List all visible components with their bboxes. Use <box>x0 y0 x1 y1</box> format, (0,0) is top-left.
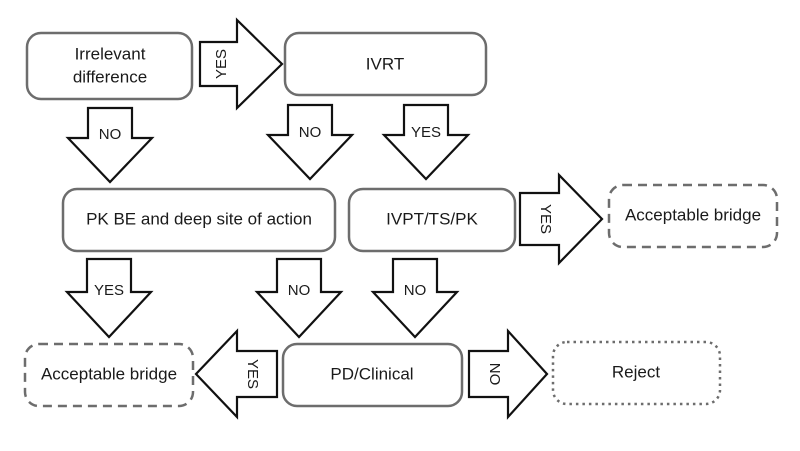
node-ivpt: IVPT/TS/PK <box>347 187 517 253</box>
node-acceptable-bridge-right: Acceptable bridge <box>607 183 779 249</box>
node-pd-clinical-label: PD/Clinical <box>330 364 413 383</box>
arrow-pk-yes-label: YES <box>94 282 124 299</box>
node-pk-be-label: PK BE and deep site of action <box>86 209 312 228</box>
node-reject-label: Reject <box>612 362 660 381</box>
arrow-ivpt-to-acceptable: YES <box>518 172 604 266</box>
arrow-ivrt-yes: YES <box>381 103 471 181</box>
arrow-ivpt-to-acceptable-label: YES <box>537 204 554 234</box>
arrow-ivrt-no-label: NO <box>299 124 322 141</box>
arrow-irrelevant-to-ivrt: YES <box>198 17 284 111</box>
node-acceptable-right-label: Acceptable bridge <box>625 205 761 224</box>
node-reject: Reject <box>551 340 722 406</box>
arrow-ivpt-no-label: NO <box>404 282 427 299</box>
arrow-pd-to-reject-label: NO <box>486 363 503 386</box>
arrow-ivpt-no: NO <box>370 257 460 339</box>
node-ivrt: IVRT <box>283 31 488 97</box>
arrow-pd-to-acceptable-label: YES <box>244 359 261 389</box>
arrow-pk-yes: YES <box>64 257 154 339</box>
arrow-irrelevant-to-ivrt-label: YES <box>213 49 230 79</box>
node-acceptable-bridge-left: Acceptable bridge <box>23 342 195 408</box>
node-irrelevant-line2: difference <box>73 67 147 86</box>
arrow-pk-no: NO <box>254 257 344 339</box>
arrow-ivrt-yes-label: YES <box>411 124 441 141</box>
node-pk-be: PK BE and deep site of action <box>61 187 337 253</box>
node-irrelevant-line1: Irrelevant <box>75 44 146 63</box>
arrow-pd-to-reject: NO <box>467 328 549 420</box>
arrow-pk-no-label: NO <box>288 282 311 299</box>
node-irrelevant-difference: Irrelevant difference <box>25 31 194 101</box>
node-acceptable-left-label: Acceptable bridge <box>41 364 177 383</box>
node-ivrt-label: IVRT <box>366 54 404 73</box>
arrow-irrelevant-down-label: NO <box>99 126 122 143</box>
arrow-ivrt-no: NO <box>265 103 355 181</box>
arrow-pd-to-acceptable: YES <box>194 328 279 420</box>
node-ivpt-label: IVPT/TS/PK <box>386 209 478 228</box>
node-pd-clinical: PD/Clinical <box>281 342 464 408</box>
arrow-irrelevant-down: NO <box>65 106 155 184</box>
